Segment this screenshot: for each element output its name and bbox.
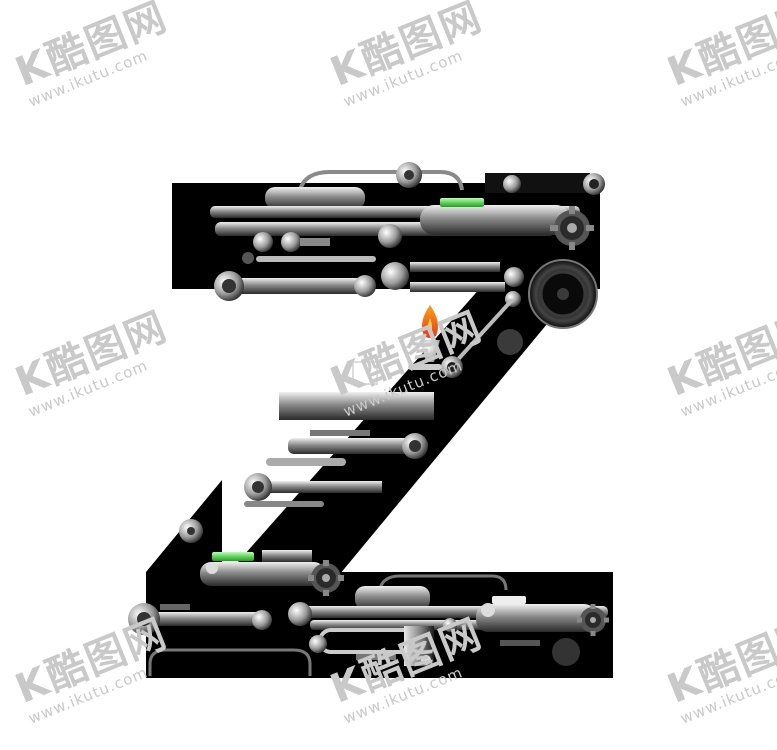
pipe-icon	[318, 626, 434, 666]
indicator-light-icon	[440, 198, 484, 207]
top-machine-cluster	[210, 162, 605, 355]
flame-icon	[408, 305, 442, 370]
speaker-icon	[528, 259, 598, 329]
gear-icon	[308, 560, 344, 596]
indicator-light-icon	[212, 552, 254, 561]
gear-icon	[550, 206, 594, 250]
bottom-machine-cluster	[128, 550, 609, 676]
diagonal-machine-cluster	[179, 298, 514, 543]
gear-icon	[577, 604, 609, 636]
